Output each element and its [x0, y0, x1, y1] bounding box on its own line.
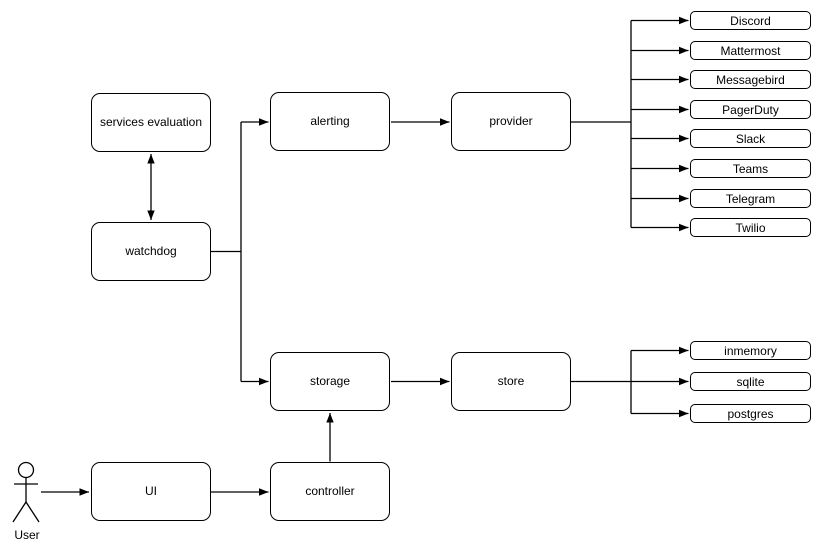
node-storage: storage	[270, 352, 390, 411]
node-services-evaluation: services evaluation	[91, 93, 211, 152]
leaf-provider-slack: Slack	[690, 129, 811, 148]
node-ui: UI	[91, 462, 211, 521]
node-store: store	[451, 352, 571, 411]
user-actor-label: User	[14, 528, 40, 542]
leaf-provider-telegram: Telegram	[690, 189, 811, 208]
leaf-provider-twilio: Twilio	[690, 218, 811, 237]
leaf-provider-pagerduty: PagerDuty	[690, 100, 811, 119]
node-watchdog: watchdog	[91, 222, 211, 281]
leaf-store-sqlite: sqlite	[690, 372, 811, 391]
edge-watchdog-branch	[211, 122, 242, 382]
leaf-provider-teams: Teams	[690, 159, 811, 178]
leaf-store-postgres: postgres	[690, 404, 811, 423]
leaf-provider-messagebird: Messagebird	[690, 70, 811, 89]
node-controller: controller	[270, 462, 390, 521]
leaf-provider-mattermost: Mattermost	[690, 41, 811, 60]
leaf-store-inmemory: inmemory	[690, 341, 811, 360]
edge-store-fanout-trunk	[571, 350, 632, 414]
node-provider: provider	[451, 92, 571, 151]
leaf-provider-discord: Discord	[690, 11, 811, 30]
node-alerting: alerting	[270, 92, 390, 151]
edge-provider-fanout-trunk	[571, 20, 632, 228]
user-actor-icon	[12, 461, 40, 523]
